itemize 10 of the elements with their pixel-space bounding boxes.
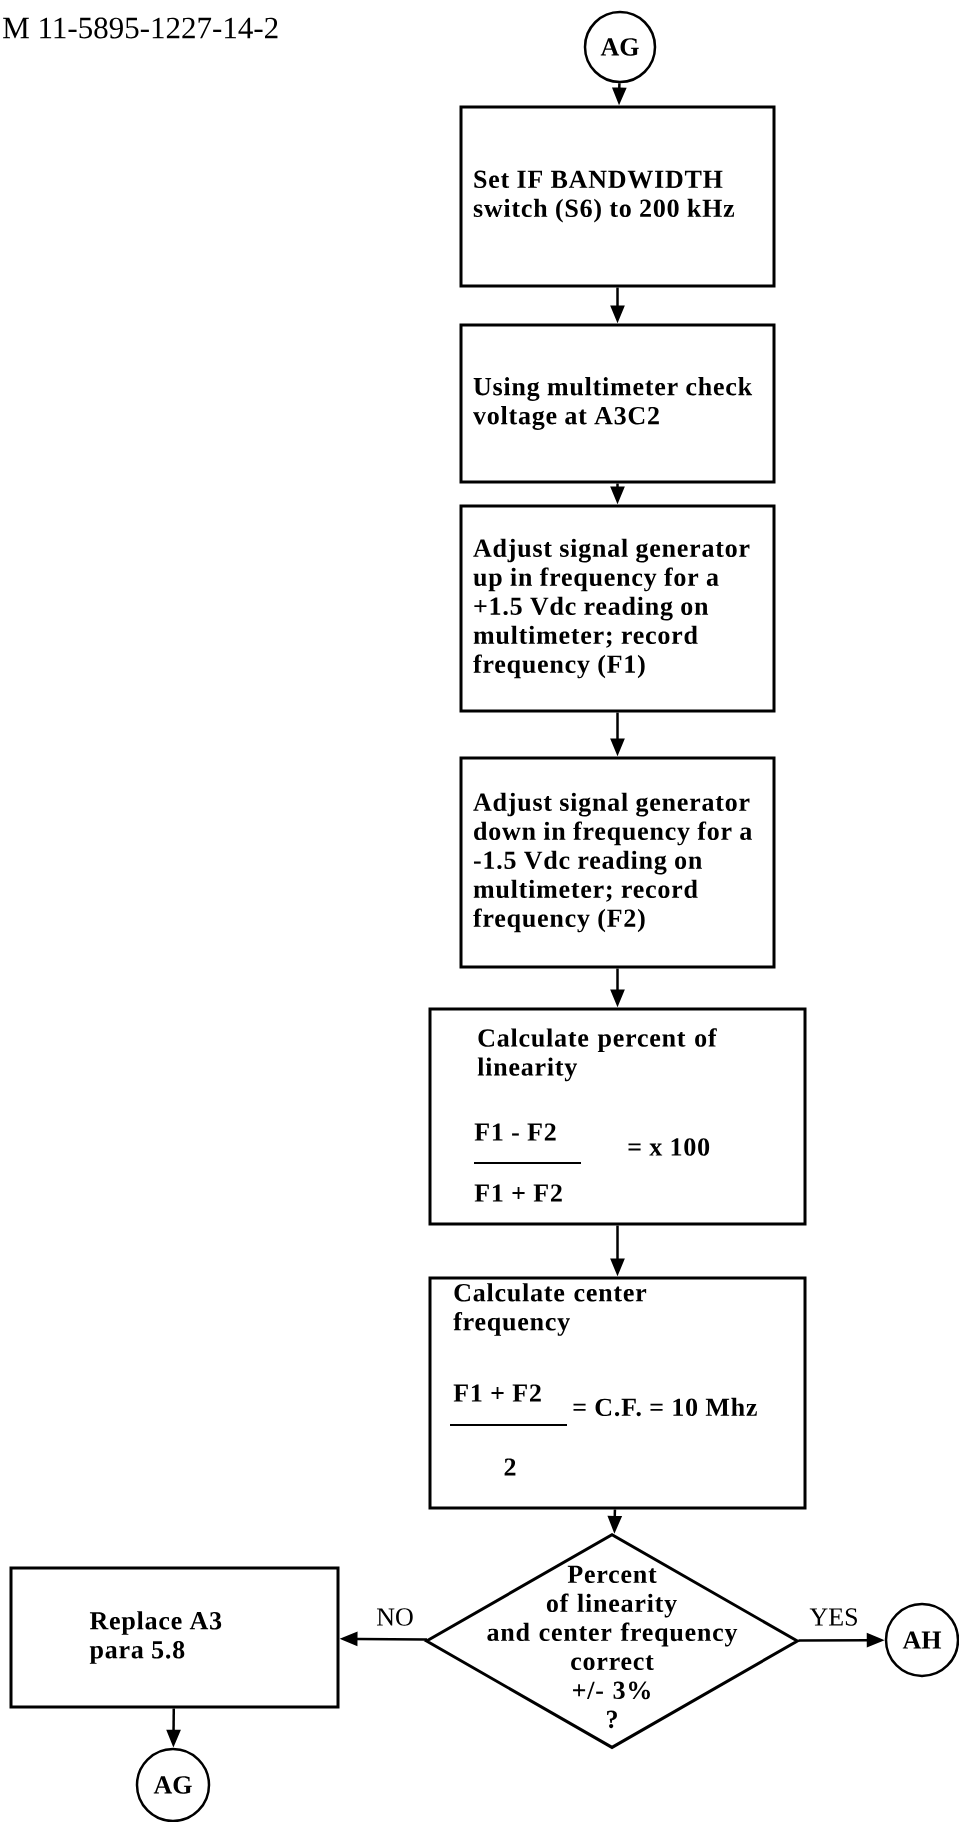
page-header: M 11-5895-1227-14-2 [3, 17, 278, 39]
process-box: Calculate percent of linearity F1 - F2 = x 100 F1 + F2 [428, 1007, 807, 1226]
process-box: Adjust signal generator down in frequency for a -1.5 Vdc reading on multimeter; record frequency (F2) [459, 756, 776, 969]
process-box: Set IF BANDWIDTH switch (S6) to 200 kHz [459, 105, 776, 288]
edge-label: NO [375, 1607, 415, 1627]
process-box: Adjust signal generator up in frequency for a +1.5 Vdc reading on multimeter; record frequency (F1) [459, 504, 776, 713]
process-box: Calculate center frequency F1 + F2 = C.F. = 10 Mhz 2 [428, 1276, 807, 1510]
process-box: Using multimeter check voltage at A3C2 [459, 323, 776, 484]
process-box: Replace A3 para 5.8 [9, 1566, 340, 1709]
edge-label: YES [808, 1607, 860, 1627]
